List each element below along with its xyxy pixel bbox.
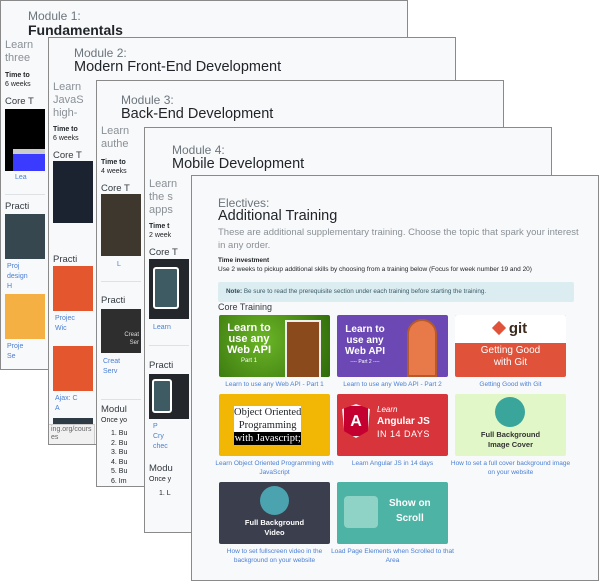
practice-thumbnail[interactable]	[5, 214, 45, 259]
training-link[interactable]: Getting Good with Git	[479, 381, 542, 388]
electives-title: Additional Training	[218, 208, 338, 224]
time-value: 2 week	[149, 232, 172, 239]
electives-card: Electives: Additional Training These are…	[191, 175, 599, 581]
module-lead: Learn	[53, 81, 82, 93]
project-list-item: 1. L	[159, 490, 171, 497]
module-kicker: Module 1:	[28, 9, 81, 23]
phone-icon	[153, 267, 179, 309]
module-lead: Learn	[101, 125, 130, 137]
core-training-link[interactable]: Lea	[15, 174, 27, 181]
core-training-link[interactable]: L	[117, 261, 121, 268]
module-title: Mobile Development	[172, 156, 305, 172]
time-value: Use 2 weeks to pickup additional skills …	[218, 266, 532, 273]
module-lead: high-	[53, 107, 78, 119]
practice-heading: Practi	[149, 360, 174, 371]
core-training-thumbnail[interactable]	[101, 194, 141, 256]
module-title: Back-End Development	[121, 106, 274, 122]
time-value: 4 weeks	[101, 168, 127, 175]
module-lead: three	[5, 52, 31, 64]
core-training-link[interactable]: Learn	[153, 324, 171, 331]
module-lead: Learn	[149, 178, 178, 190]
modules-heading: Modul	[101, 404, 127, 415]
modules-intro: Once yo	[101, 417, 128, 424]
core-training-thumbnail[interactable]	[53, 161, 93, 223]
electives-kicker: Electives:	[218, 196, 270, 210]
git-logo-icon	[491, 320, 506, 336]
practice-thumbnail[interactable]	[53, 266, 93, 311]
practice-heading: Practi	[5, 201, 30, 212]
module-lead: the s	[149, 191, 173, 203]
time-value: 6 weeks	[53, 135, 79, 142]
core-training-thumbnail[interactable]	[149, 259, 189, 319]
module-kicker: Module 2:	[74, 46, 127, 60]
practice-thumbnail[interactable]	[5, 294, 45, 339]
training-link[interactable]: Learn Angular JS in 14 days	[351, 460, 434, 467]
practice-thumbnail[interactable]	[53, 346, 93, 391]
practice-thumbnail[interactable]	[149, 374, 189, 419]
training-link[interactable]: Learn Object Oriented Programming with J…	[215, 460, 334, 476]
module-lead: authe	[101, 138, 129, 150]
training-link[interactable]: Learn to use any Web API - Part 2	[343, 381, 442, 388]
time-label: Time to	[53, 126, 78, 133]
time-label: Time to	[101, 159, 126, 166]
core-heading: Core T	[5, 96, 34, 107]
modules-heading: Modu	[149, 463, 173, 474]
time-value: 6 weeks	[5, 81, 31, 88]
core-training-heading: Core Training	[218, 302, 273, 312]
core-training-thumbnail[interactable]	[5, 109, 45, 171]
training-link[interactable]: How to set fullscreen video in the backg…	[226, 548, 323, 564]
prerequisite-note: Note: Be sure to read the prerequisite s…	[218, 282, 574, 302]
time-label: Time to	[5, 72, 30, 79]
training-link[interactable]: Learn to use any Web API - Part 1	[225, 381, 324, 388]
practice-heading: Practi	[53, 254, 78, 265]
module-title: Fundamentals	[28, 22, 123, 38]
module-lead: Learn	[5, 39, 34, 51]
core-heading: Core T	[101, 183, 130, 194]
door-icon	[407, 319, 437, 377]
practice-thumbnail[interactable]	[53, 418, 93, 426]
angular-logo-icon: A	[342, 404, 370, 438]
training-link[interactable]: How to set a full cover background image…	[450, 460, 571, 476]
electives-lead: These are additional supplementary train…	[218, 227, 579, 251]
video-play-icon	[260, 486, 289, 515]
time-label: Time t	[149, 223, 170, 230]
module-lead: JavaS	[53, 94, 84, 106]
laptop-icon	[495, 397, 525, 427]
phone-icon	[152, 379, 172, 413]
core-heading: Core T	[53, 150, 82, 161]
module-title: Modern Front-End Development	[74, 59, 282, 75]
module-kicker: Module 3:	[121, 93, 174, 107]
status-bar-url: ing.org/courses	[49, 424, 95, 444]
module-kicker: Module 4:	[172, 143, 225, 157]
time-label: Time investment	[218, 257, 270, 264]
core-heading: Core T	[149, 247, 178, 258]
door-icon	[285, 320, 321, 377]
module-lead: apps	[149, 204, 173, 216]
tablet-hand-icon	[344, 496, 378, 528]
training-link[interactable]: Load Page Elements when Scrolled to that…	[331, 548, 454, 564]
modules-intro: Once y	[149, 476, 172, 483]
practice-heading: Practi	[101, 295, 126, 306]
